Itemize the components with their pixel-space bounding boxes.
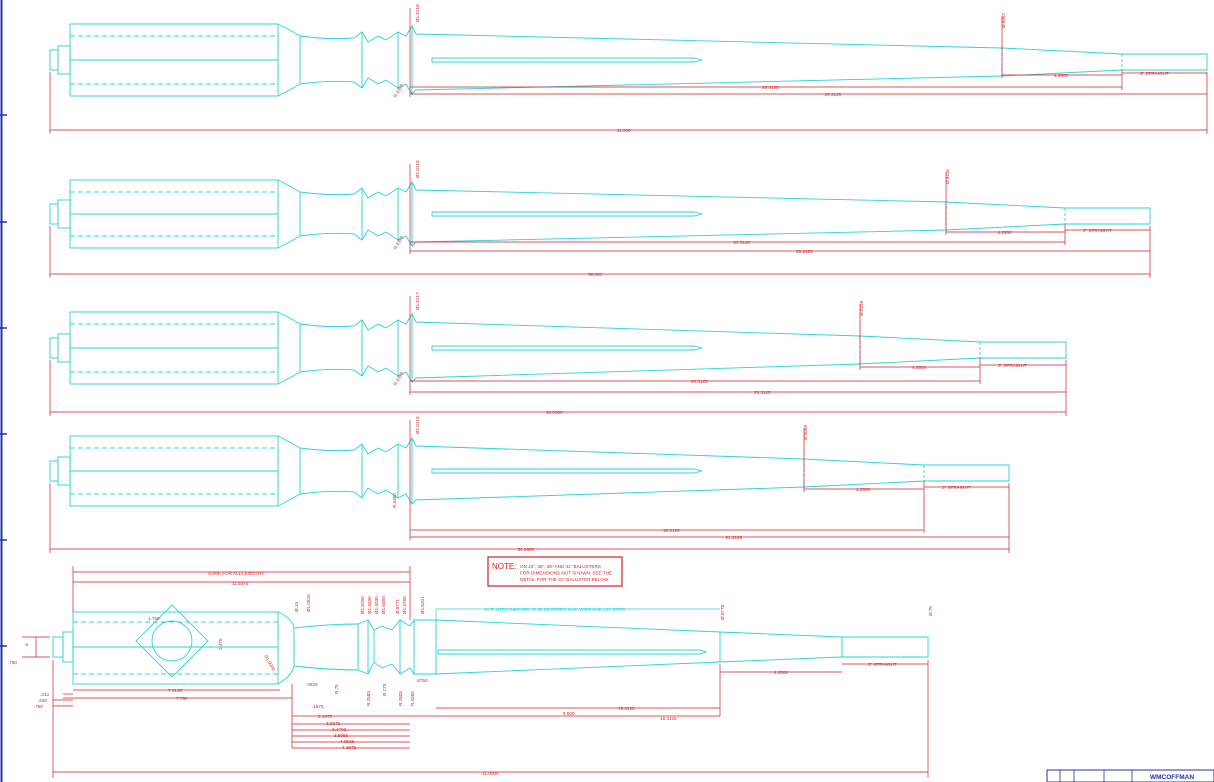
to-straight-length-3: 23.3125 (754, 390, 771, 395)
note-line-2: FOR DIMENSIONS NOT SHOWN, SEE THE (520, 571, 612, 576)
same-for-all-label: SAME FOR ALL LENGTHS (208, 571, 264, 576)
dia-top-dim: Ø.9778 (720, 604, 725, 620)
note-box: NOTE: ON 34", 36", 39" AND 41" BALUSTERS… (487, 556, 623, 587)
stack-dim-4: 3.5953 (334, 733, 348, 738)
straight-dim-3: 3" STRAIGHT (998, 363, 1027, 368)
taper-dim-3: 4.2500 (912, 365, 926, 370)
left-313-dim: .313 (40, 692, 49, 697)
note-head: NOTE: (492, 562, 516, 571)
d-0625-dim: .0625 (306, 682, 318, 687)
total-length-1: 41.000 (617, 128, 631, 133)
len-95-dim: 9.500 (563, 711, 575, 716)
stack-dim-3: 3.4703 (332, 727, 346, 732)
dia-top-1: Ø1.6218 (415, 4, 420, 22)
dia-top-3: Ø1.6217 (415, 292, 420, 310)
dia-taper-2: Ø.9116 (945, 169, 950, 184)
len-11-label: 11.9375 (232, 581, 249, 586)
taper-dim-1: 4.2500 (1054, 73, 1068, 78)
len-7312-dim: 7.3125 (168, 688, 182, 693)
len-775-dim: 7.750 (176, 696, 188, 701)
head-dim-4: Ø1.3330 (367, 596, 372, 614)
detail-dimensions (22, 566, 929, 778)
r-2803-dim: R.2803 (398, 691, 403, 706)
radius-1: R.4350 (393, 83, 405, 99)
head-dim-8: Ø1.3750 (402, 596, 407, 614)
stack-dim-1: 2.4375 (318, 714, 332, 719)
total-dim: 31.0000 (482, 771, 499, 776)
straight-dim-2: 3" STRAIGHT (1083, 228, 1112, 233)
straight-dim: 3" STRAIGHT (868, 662, 897, 667)
company-name: WMCOFFMAN (1150, 774, 1194, 781)
taper-dim-4: 4.2500 (856, 487, 870, 492)
border-ticks (0, 114, 7, 647)
stack-dim-5: 4.0625 (340, 739, 354, 744)
fluted-length-1: 25.3125 (762, 85, 779, 90)
to-straight-length-1: 28.3125 (825, 92, 842, 97)
head-dim-5: Ø1.4030 (374, 596, 379, 614)
detail-labels: SAME FOR ALL LENGTHS 11.9375 10 FLUTES I… (8, 571, 933, 776)
head-dim-6: Ø1.6050 (381, 596, 386, 614)
fluted-length-3: 20.3125 (691, 379, 708, 384)
baluster-3 (49, 296, 1067, 416)
dia-end-dim: Ø.75 (928, 606, 933, 616)
r-left-dim: R1.0000 (263, 654, 276, 672)
taper-dim: 4.2500 (774, 670, 788, 675)
head-dim-2: Ø1.0625 (306, 594, 311, 612)
straight-dim-4: 3" STRAIGHT (942, 485, 971, 490)
flutes-label: 10 FLUTES INDEXED AT 36 DEGREES 3/16" WI… (484, 607, 625, 612)
radius-4: R.4350 (392, 493, 397, 508)
baluster-2 (49, 164, 1151, 278)
note-line-1: ON 34", 36", 39" AND 41" BALUSTERS (520, 564, 601, 569)
left-750b-dim: .750 (34, 704, 43, 709)
baluster-4 (49, 420, 1010, 553)
r-2583-dim: R.2583 (366, 691, 371, 706)
title-block: WMCOFFMAN (1046, 769, 1214, 782)
stack-dim-6: 4.1875 (342, 745, 356, 750)
fluted-length-4: 18.3125 (663, 528, 680, 533)
r-4350-dim: R.4350 (410, 691, 415, 706)
fluted-length-2: 23.3125 (734, 240, 751, 245)
dia-taper-1: Ø.8987 (1001, 12, 1006, 28)
square-h-dim: 2.475 (218, 638, 223, 650)
total-length-4: 34.0000 (518, 547, 535, 552)
dia-taper-4: Ø.9565 (803, 424, 808, 440)
dia-top-4: Ø1.6215 (415, 416, 420, 434)
straight-dim-1: 3" STRAIGHT (1140, 71, 1169, 76)
d-8750-dim: .8750 (416, 678, 428, 683)
head-dim-9: Ø1.6201 (420, 596, 425, 614)
stack-dim-2: 3.0275 (326, 721, 340, 726)
radius-3: R.4350 (393, 371, 405, 387)
left-625-dim: .625 (38, 698, 47, 703)
head-dim-3: Ø1.6250 (360, 596, 365, 614)
note-line-3: DETAIL FOR THE 31" BALUSTER BELOW. (520, 577, 609, 582)
r-75-dim: R.75 (334, 684, 339, 694)
head-dim-7: Ø.8771 (395, 598, 400, 614)
square-dim: 1.750 (148, 616, 160, 621)
len-15-dim: 15.3125 (618, 706, 635, 711)
radius-2: R.4350 (393, 235, 405, 251)
to-straight-length-4: 21.3125 (726, 535, 743, 540)
d-1875-dim: .1875 (312, 704, 324, 709)
taper-dim-2: 4.2500 (998, 230, 1012, 235)
left-750-dim: .750 (8, 660, 17, 665)
dia-taper-3: Ø.9339 (859, 300, 864, 316)
total-length-3: 36.0000 (546, 410, 563, 415)
baluster-1 (49, 8, 1208, 134)
left-a-dim: a (24, 643, 29, 646)
len-18-dim: 18.3125 (660, 716, 677, 721)
head-dim-1: Ø.13 (294, 602, 299, 612)
to-straight-length-2: 26.3125 (796, 249, 813, 254)
dia-top-2: Ø1.6218 (415, 160, 420, 178)
total-length-2: 39.000 (588, 272, 602, 277)
detail-baluster (52, 604, 929, 685)
r-275-dim: R.275 (382, 683, 387, 696)
